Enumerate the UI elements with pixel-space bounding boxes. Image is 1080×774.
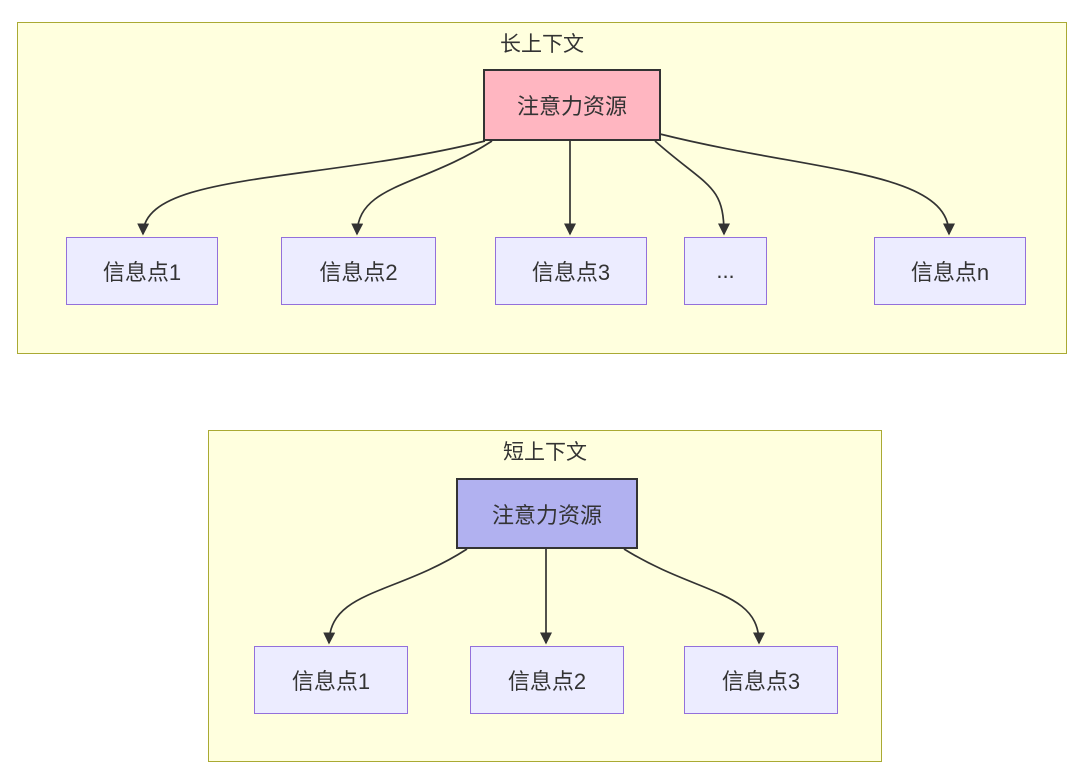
node-label: 信息点n <box>910 260 990 285</box>
node-label: 信息点1 <box>102 260 182 285</box>
cluster-short-title: 短上下文 <box>503 441 587 464</box>
node-label: 信息点3 <box>721 669 801 694</box>
node-attention-long: 注意力资源 <box>483 69 661 141</box>
node-long-info-3: 信息点3 <box>495 237 647 305</box>
node-long-info-n: 信息点n <box>874 237 1026 305</box>
node-label: 信息点3 <box>531 260 611 285</box>
node-short-info-3: 信息点3 <box>684 646 838 714</box>
node-label: 信息点2 <box>319 260 398 285</box>
node-label: 信息点1 <box>291 669 371 694</box>
node-long-info-2: 信息点2 <box>281 237 436 305</box>
node-long-info-1: 信息点1 <box>66 237 218 305</box>
node-label: 注意力资源 <box>516 94 627 119</box>
cluster-long-title: 长上下文 <box>500 33 584 56</box>
node-label: 信息点2 <box>507 669 587 694</box>
cluster-short-context: 短上下文 注意力资源 信息点1 信息点2 信息点3 <box>208 430 882 762</box>
node-attention-short: 注意力资源 <box>456 478 638 549</box>
node-short-info-1: 信息点1 <box>254 646 408 714</box>
node-short-info-2: 信息点2 <box>470 646 624 714</box>
node-label: ... <box>716 258 735 283</box>
cluster-long-context: 长上下文 注意力资源 信息点1 信息点2 信息点3 ... 信息点n <box>17 22 1067 354</box>
node-long-info-ellipsis: ... <box>684 237 767 305</box>
node-label: 注意力资源 <box>491 502 602 528</box>
